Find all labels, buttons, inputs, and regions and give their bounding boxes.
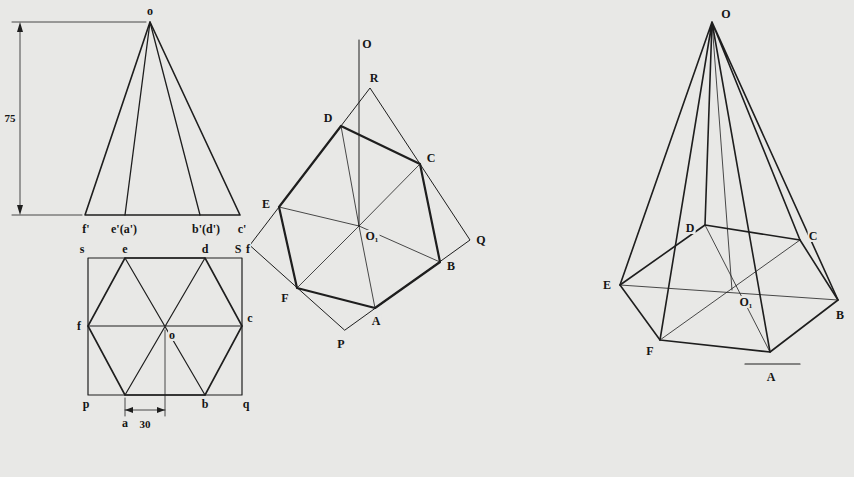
dimension-line <box>20 30 21 207</box>
point-label: O <box>361 38 372 50</box>
point-label: C <box>808 230 819 242</box>
point-label: f <box>76 320 82 332</box>
front-view-edges <box>125 22 200 215</box>
pyramid-edges <box>620 22 838 352</box>
point-label: q <box>242 398 251 410</box>
dimension-text: 30 <box>139 419 152 430</box>
point-label: O₁ <box>739 296 754 308</box>
point-label: D <box>323 112 334 124</box>
point-label: f <box>245 243 251 255</box>
front-view-outline <box>85 22 240 215</box>
isometric-rhombus <box>250 88 470 330</box>
arrowhead <box>17 22 23 215</box>
isometric-hexagon <box>279 126 440 308</box>
point-label: o <box>146 5 154 17</box>
dimension-line <box>125 330 165 416</box>
point-label: c' <box>237 223 248 235</box>
point-label: E <box>602 279 612 291</box>
point-label: c <box>246 312 253 324</box>
construction-line <box>620 22 838 352</box>
point-label: d <box>201 243 210 255</box>
point-label: e <box>121 243 128 255</box>
point-label: F <box>280 292 289 304</box>
point-label: D <box>685 222 696 234</box>
point-label: F <box>645 345 654 357</box>
point-label: o <box>168 329 176 341</box>
point-label: B <box>446 260 456 272</box>
point-label: O₁ <box>365 230 380 242</box>
point-label: b'(d') <box>191 223 221 235</box>
construction-line <box>279 126 440 308</box>
point-label: O <box>720 8 731 20</box>
point-label: E <box>261 198 271 210</box>
point-label: f' <box>81 223 90 235</box>
point-label: B <box>835 309 845 321</box>
point-label: S <box>234 243 243 255</box>
vertical-axis <box>359 40 360 226</box>
point-label: e'(a') <box>110 223 138 235</box>
point-label: s <box>79 243 86 255</box>
extension-line <box>12 22 146 215</box>
arrowhead <box>125 407 165 413</box>
point-label: C <box>426 152 437 164</box>
pyramid-base <box>620 225 838 352</box>
point-label: p <box>82 398 91 410</box>
point-label: Q <box>475 234 486 246</box>
point-label: a <box>121 417 129 429</box>
dimension-text: 75 <box>4 113 17 124</box>
point-label: R <box>369 72 380 84</box>
point-label: A <box>766 371 777 383</box>
point-label: P <box>336 338 345 350</box>
point-label: A <box>371 315 382 327</box>
ground-line <box>745 363 800 364</box>
point-label: b <box>201 398 210 410</box>
